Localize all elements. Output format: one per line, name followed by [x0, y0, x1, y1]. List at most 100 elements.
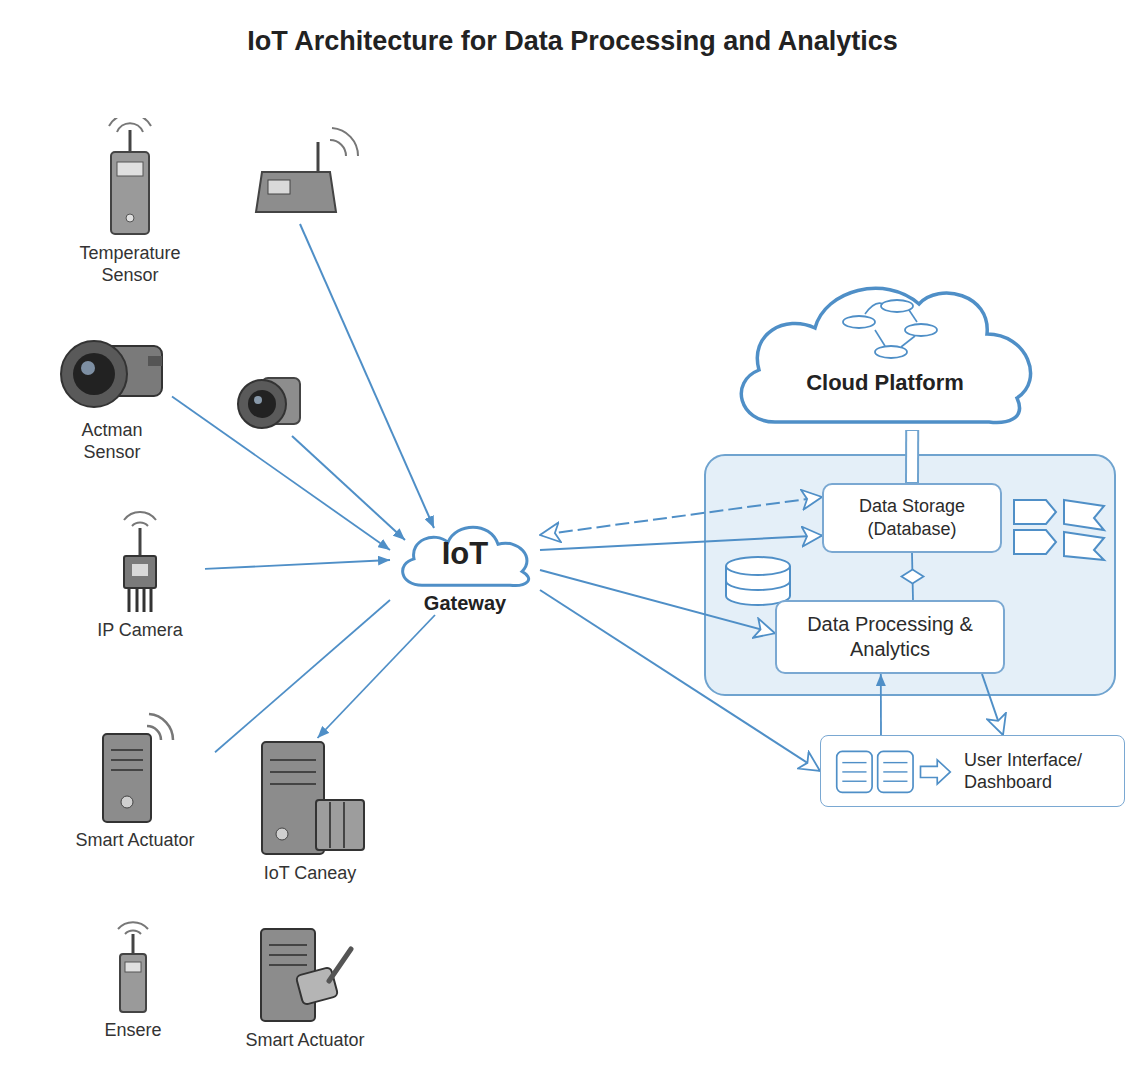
shape-part: [318, 615, 436, 738]
shape-part: [1064, 500, 1104, 530]
node-label: IoT: [390, 515, 540, 571]
shape-part: [205, 560, 390, 569]
connector: [172, 397, 390, 551]
device-icon: [52, 330, 172, 415]
shape-part: [865, 303, 917, 347]
database-icon: [726, 557, 790, 605]
shape-part: [256, 172, 336, 212]
shape-part: [128, 588, 131, 612]
shape-part: [843, 316, 875, 328]
shape-part: [248, 390, 276, 418]
diagram-title: IoT Architecture for Data Processing and…: [0, 26, 1145, 57]
shape-part: [741, 288, 1030, 422]
node-label: Cloud Platform: [725, 370, 1045, 396]
shape-part: [132, 564, 148, 576]
platform-panel: [705, 455, 1115, 695]
shape-part: [875, 346, 907, 358]
shape-part: [125, 962, 141, 972]
shape-part: [878, 751, 913, 792]
gateway-cloud: IoTGateway: [390, 515, 540, 615]
shape-part: [1014, 530, 1056, 554]
connector: [540, 570, 775, 633]
shape-part: [329, 949, 351, 981]
shape-part: [883, 771, 907, 772]
shape-part: [269, 954, 307, 956]
shape-part: [120, 954, 146, 1012]
shape-part: [172, 397, 390, 551]
shape-part: [73, 353, 115, 395]
shape-part: [726, 581, 790, 590]
shape-part: [126, 214, 134, 222]
shape-part: [902, 570, 924, 584]
shape-part: [269, 964, 307, 966]
node-label: Data Processing & Analytics: [787, 612, 993, 662]
node-label: Smart Actuator: [75, 829, 194, 851]
shape-part: [837, 751, 913, 792]
shape-part: [111, 749, 143, 751]
shape-part: [103, 734, 151, 822]
shape-part: [139, 528, 142, 556]
shape-part: [875, 330, 885, 346]
shape-part: [254, 396, 262, 404]
shape-part: [982, 674, 1003, 735]
shape-part: [920, 760, 950, 784]
shape-part: [148, 356, 162, 366]
shape-part: [316, 800, 364, 850]
cloud-platform: Cloud Platform: [725, 270, 1045, 430]
shape-part: [343, 802, 345, 848]
shape-part: [905, 430, 919, 483]
device-node: Smart Actuator: [55, 710, 215, 851]
shape-part: [270, 771, 316, 773]
node-label: IoT Caneay: [264, 862, 357, 884]
shape-part: [269, 945, 307, 965]
device-node: IoT Caneay: [235, 738, 385, 884]
shape-part: [124, 512, 156, 520]
cloud-outline: [725, 270, 1045, 430]
device-icon: [95, 710, 175, 825]
shape-part: [540, 570, 775, 633]
shape-part: [907, 431, 917, 482]
shape-part: [111, 769, 143, 771]
dashboard-icon: [833, 744, 954, 798]
shape-part: [117, 162, 143, 176]
shape-part: [842, 781, 866, 782]
shape-part: [109, 118, 151, 126]
shape-part: [901, 336, 915, 347]
connector: [912, 430, 913, 483]
shape-part: [129, 130, 132, 152]
device-icon: [108, 920, 158, 1015]
shape-part: [270, 759, 316, 761]
shape-part: [1014, 500, 1056, 524]
shape-part: [129, 588, 151, 612]
device-arrow: [292, 436, 405, 540]
shape-part: [329, 802, 331, 848]
shape-part: [332, 128, 358, 156]
shape-part: [125, 931, 141, 934]
connector: [540, 497, 822, 535]
shape-part: [143, 588, 146, 612]
shape-part: [136, 588, 139, 612]
node-label: Ensere: [104, 1019, 161, 1041]
connector: [205, 560, 390, 569]
shape-part: [276, 828, 288, 840]
device-node: Smart Actuator: [245, 925, 365, 1051]
shape-part: [118, 922, 148, 929]
shape-part: [262, 742, 324, 854]
shape-part: [268, 180, 290, 194]
device-node: Ensere: [78, 920, 188, 1041]
shape-part: [124, 556, 156, 588]
device-node: Temperature Sensor: [65, 118, 195, 286]
connector: [902, 553, 924, 600]
node-label: Actman Sensor: [52, 419, 172, 463]
shape-part: [61, 341, 127, 407]
shape-part: [270, 783, 316, 785]
process-box: Data Processing & Analytics: [775, 600, 1005, 674]
shape-part: [215, 600, 390, 752]
shape-part: [905, 324, 937, 336]
node-label: Temperature Sensor: [65, 242, 195, 286]
connector: [540, 536, 822, 551]
shape-part: [909, 310, 917, 322]
device-icon: [255, 925, 355, 1025]
shape-part: [111, 759, 143, 761]
shape-part: [1064, 532, 1104, 560]
